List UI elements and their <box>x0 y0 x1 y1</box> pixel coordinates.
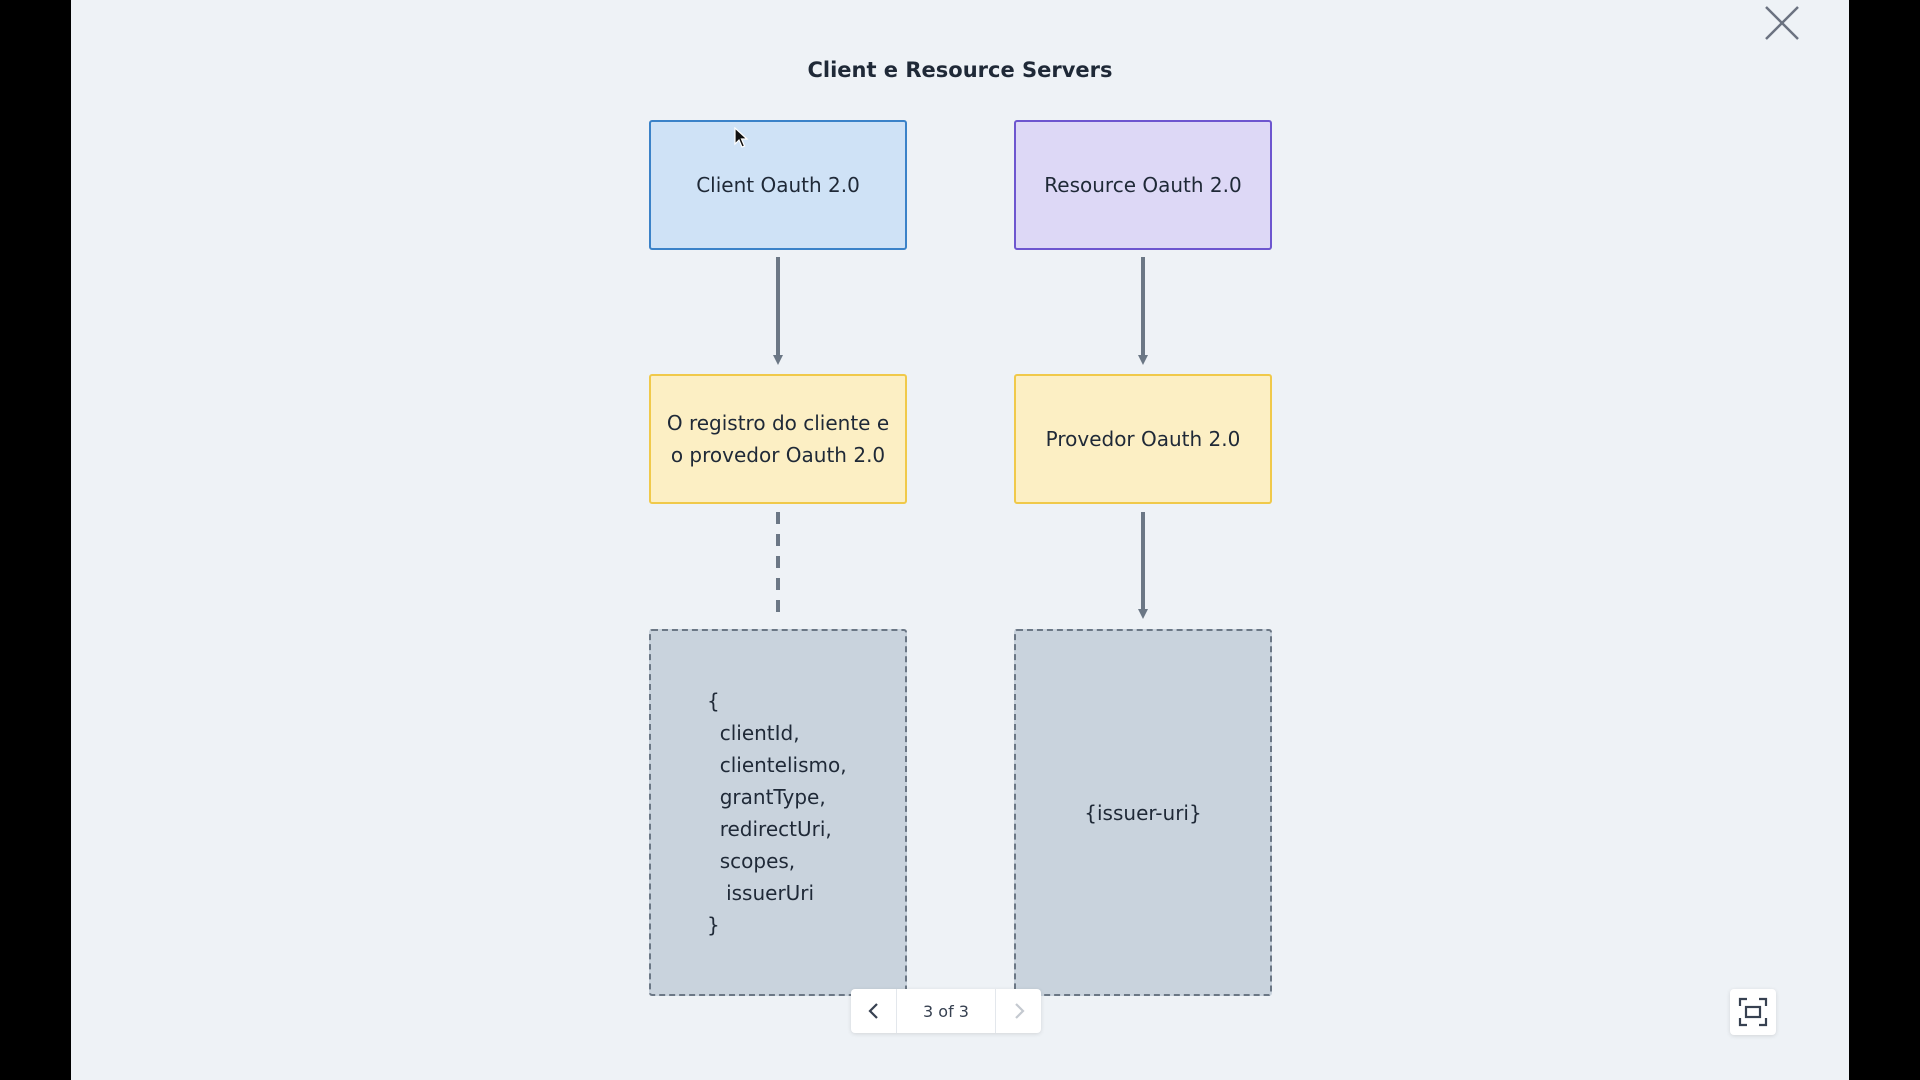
chevron-left-icon <box>867 1003 878 1019</box>
node-client-oauth-label: Client Oauth 2.0 <box>696 173 860 197</box>
pager-divider <box>995 989 996 1033</box>
page-indicator: 3 of 3 <box>923 1001 969 1021</box>
node-client-registration-label: O registro do cliente e o provedor Oauth… <box>666 411 890 467</box>
node-provider-oauth-label: Provedor Oauth 2.0 <box>1045 427 1241 451</box>
node-resource-oauth-label: Resource Oauth 2.0 <box>1044 173 1242 197</box>
mouse-cursor-icon <box>734 127 749 148</box>
node-resource-oauth[interactable]: Resource Oauth 2.0 <box>1014 120 1272 250</box>
previous-page-button[interactable] <box>851 989 896 1033</box>
node-provider-oauth[interactable]: Provedor Oauth 2.0 <box>1014 374 1272 504</box>
node-client-properties[interactable]: { clientId, clientelismo, grantType, red… <box>649 629 907 996</box>
diagram-title: Client e Resource Servers <box>807 58 1113 82</box>
pager-divider <box>896 989 897 1033</box>
node-issuer-uri[interactable]: {issuer-uri} <box>1014 629 1272 996</box>
pagination-control: 3 of 3 <box>851 989 1041 1033</box>
close-button[interactable] <box>1761 2 1803 44</box>
fit-to-screen-icon <box>1738 997 1768 1027</box>
fit-to-screen-button[interactable] <box>1730 989 1776 1035</box>
node-client-properties-text: { clientId, clientelismo, grantType, red… <box>707 688 847 937</box>
node-client-registration[interactable]: O registro do cliente e o provedor Oauth… <box>649 374 907 504</box>
next-page-button[interactable] <box>996 989 1041 1033</box>
diagram-viewer: Client e Resource Servers Client Oauth 2… <box>71 0 1849 1080</box>
node-issuer-uri-label: {issuer-uri} <box>1084 800 1202 825</box>
chevron-right-icon <box>1014 1003 1025 1019</box>
node-client-oauth[interactable]: Client Oauth 2.0 <box>649 120 907 250</box>
close-icon <box>1765 6 1799 40</box>
diagram-connectors <box>773 257 1148 622</box>
